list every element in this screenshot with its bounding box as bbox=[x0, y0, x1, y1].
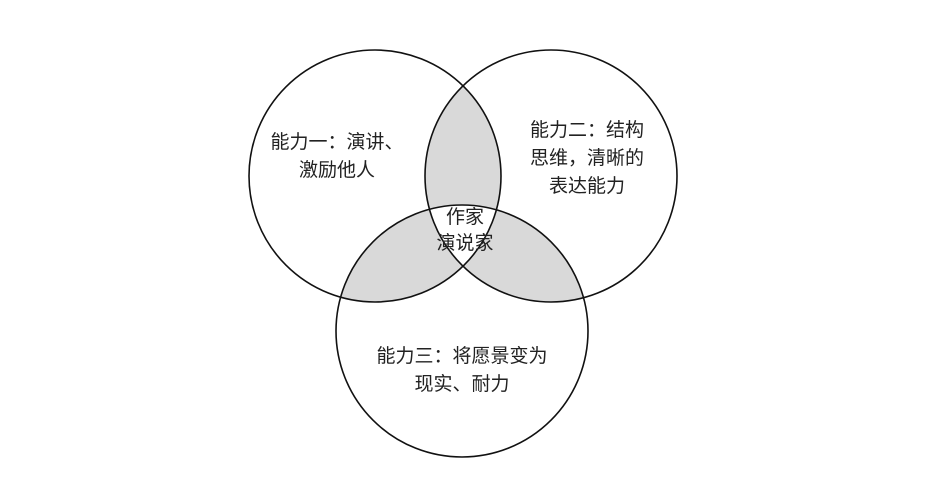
label-line: 能力一：演讲、 bbox=[270, 131, 404, 153]
label-line: 表达能力 bbox=[548, 175, 625, 197]
label-line: 演说家 bbox=[436, 232, 494, 254]
circle-ability-1 bbox=[248, 49, 502, 303]
label-line: 激励他人 bbox=[298, 159, 375, 181]
label-ability-2: 能力二：结构 思维，清晰的 表达能力 bbox=[512, 116, 662, 200]
label-line: 能力三：将愿景变为 bbox=[376, 345, 548, 367]
label-ability-3: 能力三：将愿景变为 现实、耐力 bbox=[362, 342, 562, 398]
label-line: 作家 bbox=[445, 206, 484, 228]
circle-ability-3 bbox=[335, 204, 589, 458]
label-line: 思维，清晰的 bbox=[529, 147, 644, 169]
label-ability-1: 能力一：演讲、 激励他人 bbox=[262, 128, 412, 184]
overlap-2-3 bbox=[425, 205, 588, 302]
circle-ability-2 bbox=[424, 49, 678, 303]
overlap-1-3 bbox=[336, 205, 501, 302]
label-line: 能力二：结构 bbox=[529, 119, 644, 141]
label-line: 现实、耐力 bbox=[414, 373, 510, 395]
label-center: 作家 演说家 bbox=[415, 204, 515, 256]
